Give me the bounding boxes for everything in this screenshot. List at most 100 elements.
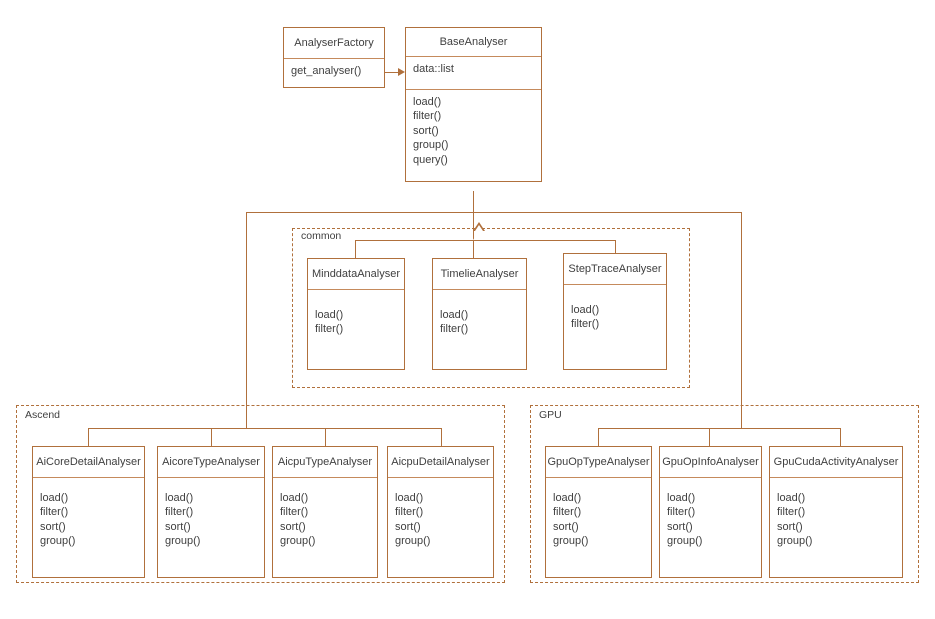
connector-factory-to-base [385,72,399,73]
class-operations-minddata-analyser: load() filter() [308,290,404,341]
connector-common-branch-steptrace [615,240,616,254]
arrowhead-factory-to-base [398,68,405,76]
operation-item: sort() [395,520,421,533]
operation-item: filter() [553,506,582,519]
operation-item: filter() [395,506,424,519]
class-title-gpuopinfo-analyser: GpuOpInfoAnalyser [662,455,759,468]
class-attributes-base-analyser: data::list [406,57,541,89]
package-label-ascend: Ascend [23,409,63,421]
connector-gpu-bus [598,428,840,429]
class-separator [406,89,541,90]
class-title-timelie-analyser: TimelieAnalyser [440,267,519,280]
operation-item: sort() [777,520,803,533]
class-operations-gpuopinfo-analyser: load() filter() sort() group() [660,478,761,553]
package-common [292,228,690,388]
package-ascend [16,405,505,583]
class-operations-aicoredetail-analyser: load() filter() sort() group() [33,478,144,553]
class-box-aicoretype-analyser[interactable]: AicoreTypeAnalyser load() filter() sort(… [157,446,265,578]
operation-item: filter() [667,506,696,519]
class-box-timelie-analyser[interactable]: TimelieAnalyser load() filter() [432,258,527,370]
operation-item: load() [553,492,582,504]
connector-ascend-branch-4 [441,428,442,446]
class-title-aicputype-analyser: AicpuTypeAnalyser [277,455,373,468]
class-operations-gpuoptype-analyser: load() filter() sort() group() [546,478,651,553]
operation-item: sort() [40,520,66,533]
connector-drop-ascend [246,212,247,428]
class-separator [273,477,377,478]
package-label-common: common [299,230,344,242]
connector-ascend-branch-1 [88,428,89,446]
class-separator [546,477,651,478]
class-separator [564,284,666,285]
class-operations-gpucudaactivity-analyser: load() filter() sort() group() [770,478,902,553]
connector-common-branch-minddata [355,240,356,258]
class-operations-aicpudetail-analyser: load() filter() sort() group() [388,478,493,553]
operation-item: load() [440,309,469,321]
class-box-gpuopinfo-analyser[interactable]: GpuOpInfoAnalyser load() filter() sort()… [659,446,762,578]
class-title-gpucudaactivity-analyser: GpuCudaActivityAnalyser [773,455,899,468]
operation-item: sort() [165,520,191,533]
class-box-aicpudetail-analyser[interactable]: AicpuDetailAnalyser load() filter() sort… [387,446,494,578]
class-box-minddata-analyser[interactable]: MinddataAnalyser load() filter() [307,258,405,370]
class-operations-aicoretype-analyser: load() filter() sort() group() [158,478,264,553]
connector-drop-gpu [741,212,742,428]
operation-item: filter() [315,323,344,336]
operation-item: filter() [165,506,194,519]
class-operations-timelie-analyser: load() filter() [433,290,526,341]
connector-top-bus [246,212,742,213]
operation-item: group() [280,535,316,548]
operation-item: sort() [667,520,693,533]
class-title-analyser-factory: AnalyserFactory [294,36,374,49]
class-title-steptrace-analyser: StepTraceAnalyser [568,262,662,275]
class-box-aicputype-analyser[interactable]: AicpuTypeAnalyser load() filter() sort()… [272,446,378,578]
package-gpu [530,405,919,583]
connector-ascend-bus [88,428,441,429]
operation-item: group() [395,535,431,548]
connector-gpu-branch-2 [709,428,710,446]
operation-item: load() [571,304,600,316]
operation-item: sort() [280,520,306,533]
operation-item: group() [413,139,449,152]
class-separator [406,56,541,57]
package-label-gpu: GPU [537,409,564,421]
operation-item: filter() [440,323,469,336]
operation-item: load() [413,96,442,108]
class-box-gpuoptype-analyser[interactable]: GpuOpTypeAnalyser load() filter() sort()… [545,446,652,578]
class-box-steptrace-analyser[interactable]: StepTraceAnalyser load() filter() [563,253,667,370]
connector-base-stem [473,191,474,212]
operation-item: sort() [413,124,439,137]
class-title-gpuoptype-analyser: GpuOpTypeAnalyser [547,455,650,468]
class-title-minddata-analyser: MinddataAnalyser [311,267,401,280]
operation-item: query() [413,153,448,166]
class-separator [158,477,264,478]
class-box-aicoredetail-analyser[interactable]: AiCoreDetailAnalyser load() filter() sor… [32,446,145,578]
class-box-gpucudaactivity-analyser[interactable]: GpuCudaActivityAnalyser load() filter() … [769,446,903,578]
operation-item: group() [40,535,76,548]
operation-item: get_analyser() [291,65,362,77]
class-operations-steptrace-analyser: load() filter() [564,285,666,336]
connector-common-branch-timelie [473,240,474,258]
connector-common-bus [355,240,615,241]
operation-item: load() [280,492,309,504]
class-title-aicpudetail-analyser: AicpuDetailAnalyser [391,455,490,468]
operation-item: load() [40,492,69,504]
class-title-aicoredetail-analyser: AiCoreDetailAnalyser [36,455,141,468]
class-box-analyser-factory[interactable]: AnalyserFactory get_analyser() [283,27,385,88]
class-separator [33,477,144,478]
operation-item: filter() [777,506,806,519]
class-separator [770,477,902,478]
operation-item: filter() [280,506,309,519]
class-title-base-analyser: BaseAnalyser [439,35,508,48]
class-operations-aicputype-analyser: load() filter() sort() group() [273,478,377,553]
class-operations-analyser-factory: get_analyser() [284,59,384,82]
connector-ascend-branch-3 [325,428,326,446]
class-box-base-analyser[interactable]: BaseAnalyser data::list load() filter() … [405,27,542,182]
operation-item: load() [315,309,344,321]
attribute-item: data::list [413,63,454,75]
operation-item: filter() [571,318,600,331]
connector-gpu-branch-1 [598,428,599,446]
operation-item: load() [667,492,696,504]
class-separator [388,477,493,478]
connector-ascend-branch-2 [211,428,212,446]
